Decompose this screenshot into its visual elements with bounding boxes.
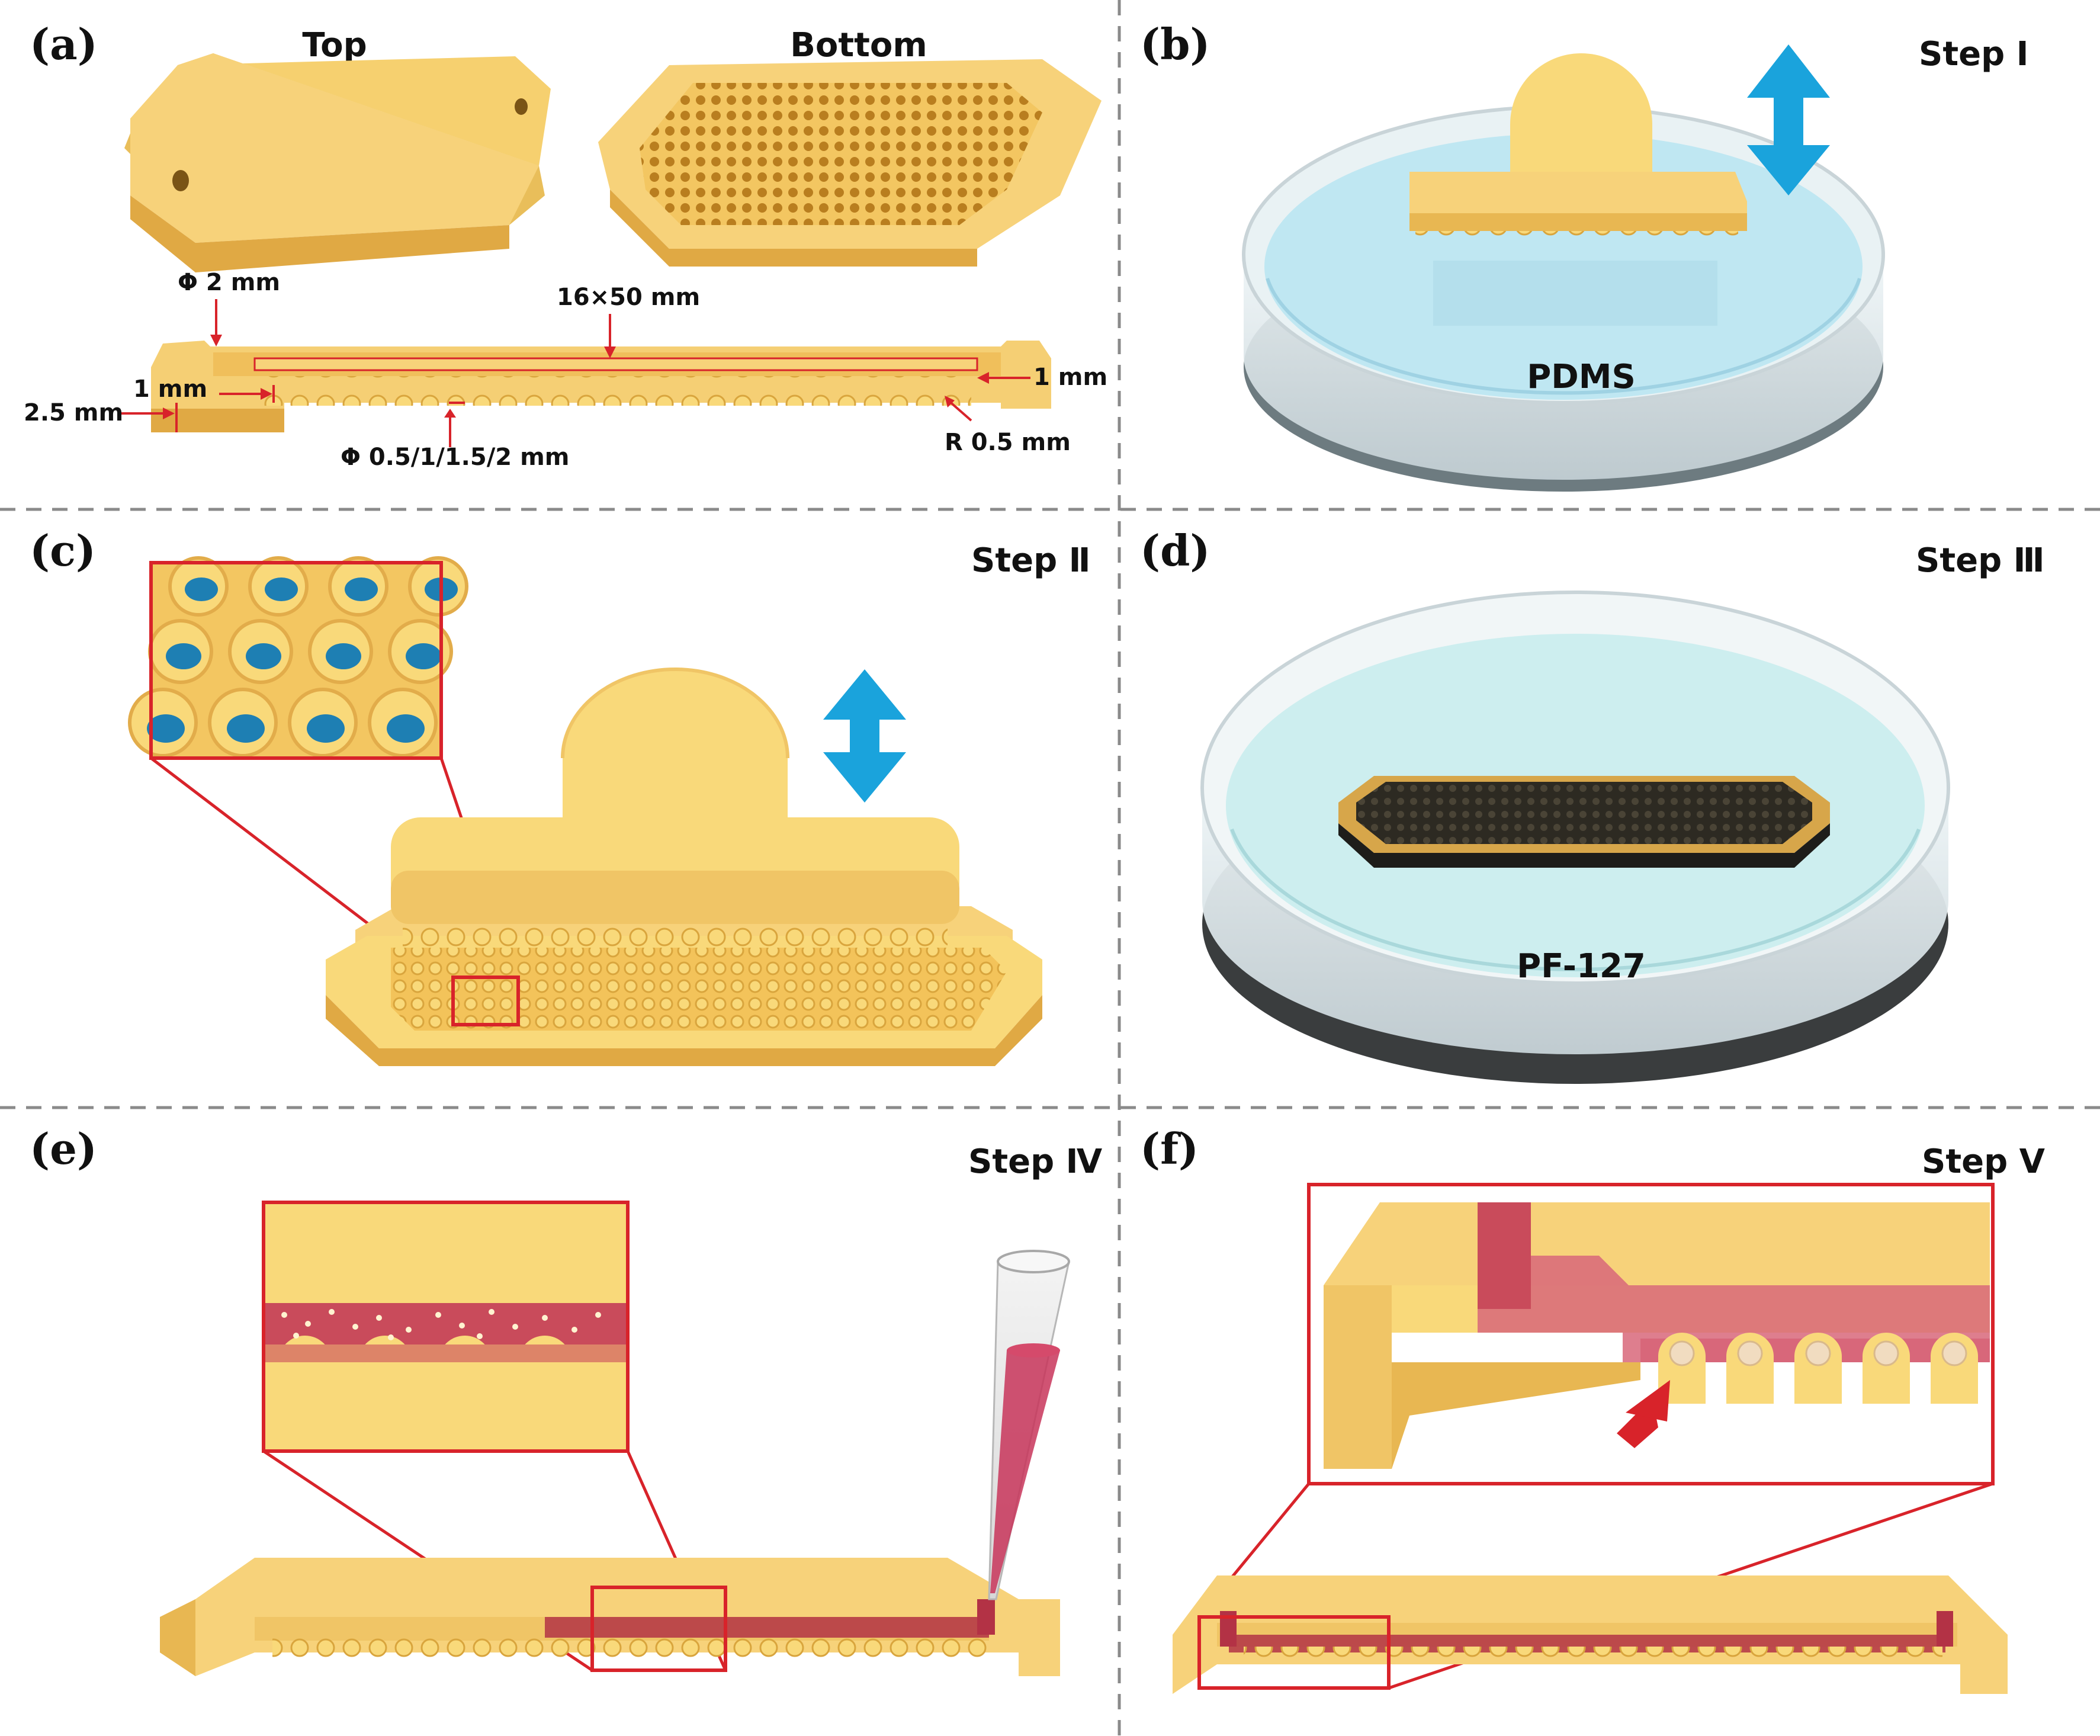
panel-d-step: Step Ⅲ bbox=[1916, 541, 2045, 580]
chip-section-e bbox=[160, 1558, 1060, 1676]
top-view-label: Top bbox=[302, 26, 367, 65]
mold-cross-section bbox=[151, 341, 1051, 432]
pdms-label: PDMS bbox=[1527, 358, 1636, 396]
panel-c-label: (c) bbox=[30, 525, 96, 576]
dim-depth-left: 1 mm bbox=[133, 376, 207, 403]
panel-a: (a) Top Bottom Φ 2 mm bbox=[24, 19, 1107, 471]
dimension-annotations: Φ 2 mm 16×50 mm 1 mm 1 mm 2.5 mm Φ 0.5/1… bbox=[24, 269, 1107, 471]
panel-b: (b) Step Ⅰ PDMS bbox=[1140, 19, 2029, 492]
panel-b-step: Step Ⅰ bbox=[1919, 35, 2029, 73]
mold-bottom-view bbox=[598, 59, 1102, 267]
double-arrow-b bbox=[1747, 44, 1830, 195]
stamp-mold-b bbox=[1409, 53, 1747, 326]
pipette-tip bbox=[988, 1250, 1070, 1600]
dim-hole-diameter: Φ 2 mm bbox=[178, 269, 280, 296]
double-arrow-c bbox=[823, 669, 906, 803]
panel-d: (d) Step Ⅲ PF-127 bbox=[1140, 525, 2045, 1084]
bottom-view-label: Bottom bbox=[790, 26, 927, 65]
dim-radius: R 0.5 mm bbox=[945, 429, 1071, 456]
dim-thickness: 2.5 mm bbox=[24, 399, 123, 426]
panel-b-label: (b) bbox=[1140, 19, 1210, 69]
panel-c-step: Step Ⅱ bbox=[971, 541, 1091, 580]
zoom-inset-e bbox=[262, 1201, 727, 1672]
dim-depth-right: 1 mm bbox=[1033, 364, 1107, 391]
zoom-inset-f bbox=[1198, 1183, 1995, 1690]
dim-pillar-diameter: Φ 0.5/1/1.5/2 mm bbox=[341, 444, 569, 471]
stamp-mold-c bbox=[391, 668, 959, 948]
zoom-inset-c bbox=[128, 556, 520, 987]
zoom-box-f bbox=[1197, 1615, 1391, 1690]
panel-e-label: (e) bbox=[30, 1124, 97, 1174]
mold-top-view bbox=[124, 53, 551, 272]
zoom-box-c bbox=[451, 976, 520, 1026]
panel-f-step: Step Ⅴ bbox=[1922, 1143, 2046, 1181]
panel-a-label: (a) bbox=[30, 19, 98, 69]
pf127-label: PF-127 bbox=[1517, 947, 1646, 986]
pdms-chip bbox=[1338, 776, 1830, 868]
panel-f-label: (f) bbox=[1140, 1124, 1199, 1174]
chip-section-f bbox=[1173, 1575, 2008, 1694]
panel-f: (f) Step Ⅴ bbox=[1140, 1124, 2046, 1694]
panel-e-step: Step Ⅳ bbox=[968, 1143, 1103, 1181]
panel-d-label: (d) bbox=[1140, 525, 1210, 576]
zoom-box-e bbox=[590, 1586, 727, 1672]
panel-e: (e) Step Ⅳ bbox=[30, 1124, 1103, 1676]
dim-size: 16×50 mm bbox=[557, 284, 700, 311]
panel-c: (c) Step Ⅱ bbox=[30, 525, 1091, 1066]
